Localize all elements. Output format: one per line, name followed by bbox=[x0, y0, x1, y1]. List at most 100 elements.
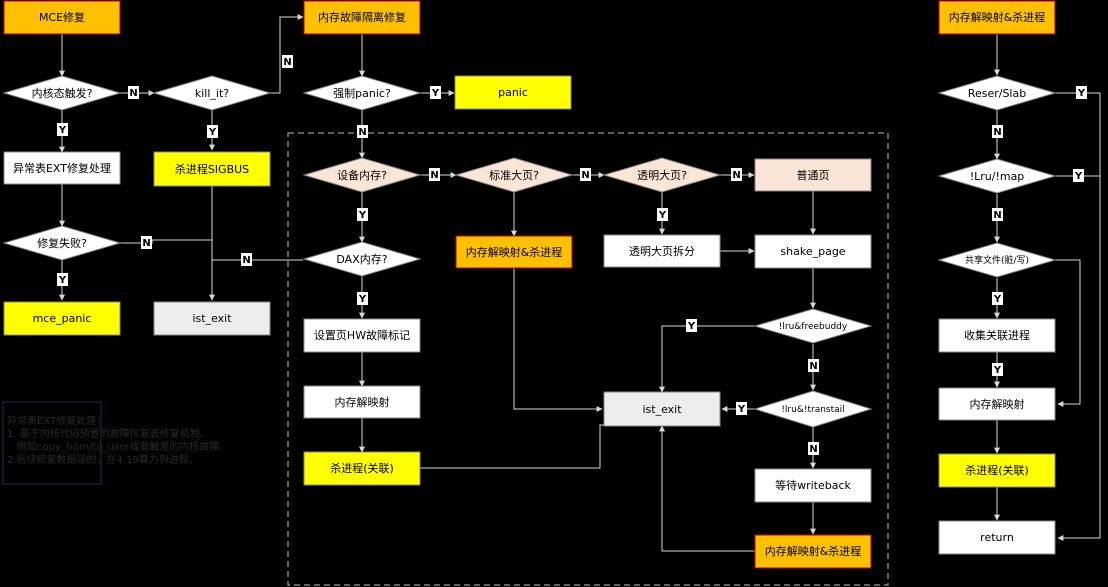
svg-text:N: N bbox=[129, 88, 137, 99]
decision-repair-failed: 修复失败? bbox=[2, 225, 122, 261]
node-shake-page: shake_page bbox=[754, 234, 872, 269]
svg-text:!Lru/!map: !Lru/!map bbox=[970, 170, 1025, 183]
node-set-hw-flag: 设置页HW故障标记 bbox=[303, 318, 421, 353]
svg-text:Y: Y bbox=[993, 294, 1002, 305]
svg-text:DAX内存?: DAX内存? bbox=[336, 252, 387, 266]
svg-text:修复失败?: 修复失败? bbox=[37, 236, 87, 250]
memory-isolation-region bbox=[287, 132, 889, 586]
decision-shared-file: 共享文件(脏/写) bbox=[937, 242, 1057, 278]
ext-repair-note: 异常表EXT修复处理： 1. 基于内核代码预置的故障恢复表修复机制。 例如cop… bbox=[2, 401, 223, 485]
svg-text:内存解映射: 内存解映射 bbox=[970, 397, 1025, 411]
node-normal-page: 普通页 bbox=[754, 158, 872, 192]
svg-text:收集关联进程: 收集关联进程 bbox=[964, 328, 1030, 342]
node-kill-sigbus: 杀进程SIGBUS bbox=[153, 151, 271, 187]
svg-text:异常表EXT修复处理: 异常表EXT修复处理 bbox=[13, 161, 111, 175]
svg-text:内存解映射: 内存解映射 bbox=[335, 395, 390, 409]
svg-text:内存故障隔离修复: 内存故障隔离修复 bbox=[318, 10, 406, 24]
svg-text:ist_exit: ist_exit bbox=[192, 312, 232, 325]
svg-text:return: return bbox=[980, 531, 1014, 544]
svg-text:N: N bbox=[993, 210, 1001, 221]
svg-text:杀进程(关联): 杀进程(关联) bbox=[965, 463, 1029, 477]
svg-text:mce_panic: mce_panic bbox=[33, 312, 92, 325]
svg-text:kill_it?: kill_it? bbox=[195, 87, 229, 100]
svg-text:N: N bbox=[809, 361, 817, 372]
node-mce-panic: mce_panic bbox=[3, 301, 121, 336]
svg-text:Y: Y bbox=[208, 127, 217, 138]
svg-text:Y: Y bbox=[658, 210, 667, 221]
svg-text:2.后续修复数据读的，在4.19算力到进程。: 2.后续修复数据读的，在4.19算力到进程。 bbox=[7, 453, 199, 466]
svg-text:panic: panic bbox=[498, 86, 528, 99]
decision-reser-slab: Reser/Slab bbox=[937, 75, 1057, 111]
svg-text:Y: Y bbox=[1077, 88, 1086, 99]
svg-text:内存解映射&杀进程: 内存解映射&杀进程 bbox=[949, 10, 1046, 24]
svg-text:杀进程(关联): 杀进程(关联) bbox=[330, 461, 394, 475]
svg-text:普通页: 普通页 bbox=[797, 168, 830, 182]
svg-text:内存解映射&杀进程: 内存解映射&杀进程 bbox=[466, 245, 563, 259]
svg-text:MCE修复: MCE修复 bbox=[39, 10, 85, 24]
decision-dax-mem: DAX内存? bbox=[302, 241, 422, 277]
svg-text:N: N bbox=[993, 127, 1001, 138]
svg-text:N: N bbox=[283, 57, 291, 68]
svg-text:内存解映射&杀进程: 内存解映射&杀进程 bbox=[765, 544, 862, 558]
node-ist-exit-center: ist_exit bbox=[603, 391, 721, 427]
decision-lru-map: !Lru/!map bbox=[937, 158, 1057, 194]
node-mem-isolation: 内存故障隔离修复 bbox=[303, 0, 421, 35]
svg-text:设备内存?: 设备内存? bbox=[337, 168, 387, 182]
svg-text:共享文件(脏/写): 共享文件(脏/写) bbox=[965, 254, 1029, 266]
svg-text:N: N bbox=[732, 170, 740, 181]
svg-text:设置页HW故障标记: 设置页HW故障标记 bbox=[314, 328, 410, 342]
decision-lru-freebuddy: !lru&freebuddy bbox=[753, 308, 873, 344]
node-mce-repair: MCE修复 bbox=[3, 0, 121, 35]
svg-text:Y: Y bbox=[58, 125, 67, 136]
svg-text:Y: Y bbox=[687, 321, 696, 332]
svg-text:Reser/Slab: Reser/Slab bbox=[968, 87, 1026, 100]
svg-text:Y: Y bbox=[737, 404, 746, 415]
svg-text:等待writeback: 等待writeback bbox=[775, 478, 851, 492]
svg-text:透明大页?: 透明大页? bbox=[637, 168, 687, 182]
svg-text:Y: Y bbox=[358, 294, 367, 305]
node-kill-related-mid: 杀进程(关联) bbox=[303, 451, 421, 486]
decision-thp: 透明大页? bbox=[602, 157, 722, 193]
svg-text:透明大页拆分: 透明大页拆分 bbox=[629, 244, 695, 258]
node-panic: panic bbox=[454, 75, 572, 110]
svg-text:N: N bbox=[809, 444, 817, 455]
svg-text:N: N bbox=[142, 238, 150, 249]
svg-text:例如copy_from/to_user或者触发的内核故障,: 例如copy_from/to_user或者触发的内核故障, bbox=[17, 440, 223, 453]
svg-text:标准大页?: 标准大页? bbox=[489, 168, 539, 182]
node-collect-procs: 收集关联进程 bbox=[938, 318, 1056, 353]
decision-force-panic: 强制panic? bbox=[302, 75, 422, 111]
svg-text:N: N bbox=[430, 170, 438, 181]
decision-std-hugepage: 标准大页? bbox=[454, 157, 574, 193]
node-unmap-kill-right: 内存解映射&杀进程 bbox=[938, 0, 1056, 35]
decision-lru-transtail: !lru&!transtail bbox=[753, 390, 873, 428]
node-unmap-kill-mid: 内存解映射&杀进程 bbox=[455, 235, 573, 269]
node-mem-unmap: 内存解映射 bbox=[303, 385, 421, 419]
node-ist-exit-left: ist_exit bbox=[153, 301, 271, 336]
svg-text:异常表EXT修复处理：: 异常表EXT修复处理： bbox=[7, 414, 106, 427]
node-wait-writeback: 等待writeback bbox=[754, 468, 872, 503]
svg-text:N: N bbox=[358, 127, 366, 138]
svg-text:内核态触发?: 内核态触发? bbox=[32, 86, 93, 100]
decision-kill-it: kill_it? bbox=[152, 75, 272, 111]
node-unmap-kill-bottom: 内存解映射&杀进程 bbox=[754, 534, 872, 569]
svg-text:Y: Y bbox=[58, 275, 67, 286]
branch-labels: N Y Y N N Y N Y N N N N Y Y Y Y N Y N Y … bbox=[57, 55, 1087, 455]
svg-text:强制panic?: 强制panic? bbox=[333, 87, 391, 100]
svg-text:ist_exit: ist_exit bbox=[642, 403, 682, 416]
decision-kernel-trigger: 内核态触发? bbox=[2, 75, 122, 111]
svg-text:杀进程SIGBUS: 杀进程SIGBUS bbox=[175, 162, 249, 176]
decision-device-mem: 设备内存? bbox=[302, 157, 422, 193]
node-thp-split: 透明大页拆分 bbox=[603, 234, 721, 268]
svg-text:Y: Y bbox=[431, 88, 440, 99]
svg-text:N: N bbox=[581, 170, 589, 181]
node-return: return bbox=[938, 520, 1056, 555]
svg-text:!lru&freebuddy: !lru&freebuddy bbox=[779, 322, 848, 332]
svg-text:Y: Y bbox=[358, 210, 367, 221]
svg-text:N: N bbox=[242, 255, 250, 266]
svg-text:!lru&!transtail: !lru&!transtail bbox=[781, 405, 844, 415]
svg-text:Y: Y bbox=[993, 365, 1002, 376]
svg-text:Y: Y bbox=[1074, 171, 1083, 182]
svg-text:shake_page: shake_page bbox=[780, 245, 845, 258]
node-mem-unmap-right: 内存解映射 bbox=[938, 387, 1056, 421]
